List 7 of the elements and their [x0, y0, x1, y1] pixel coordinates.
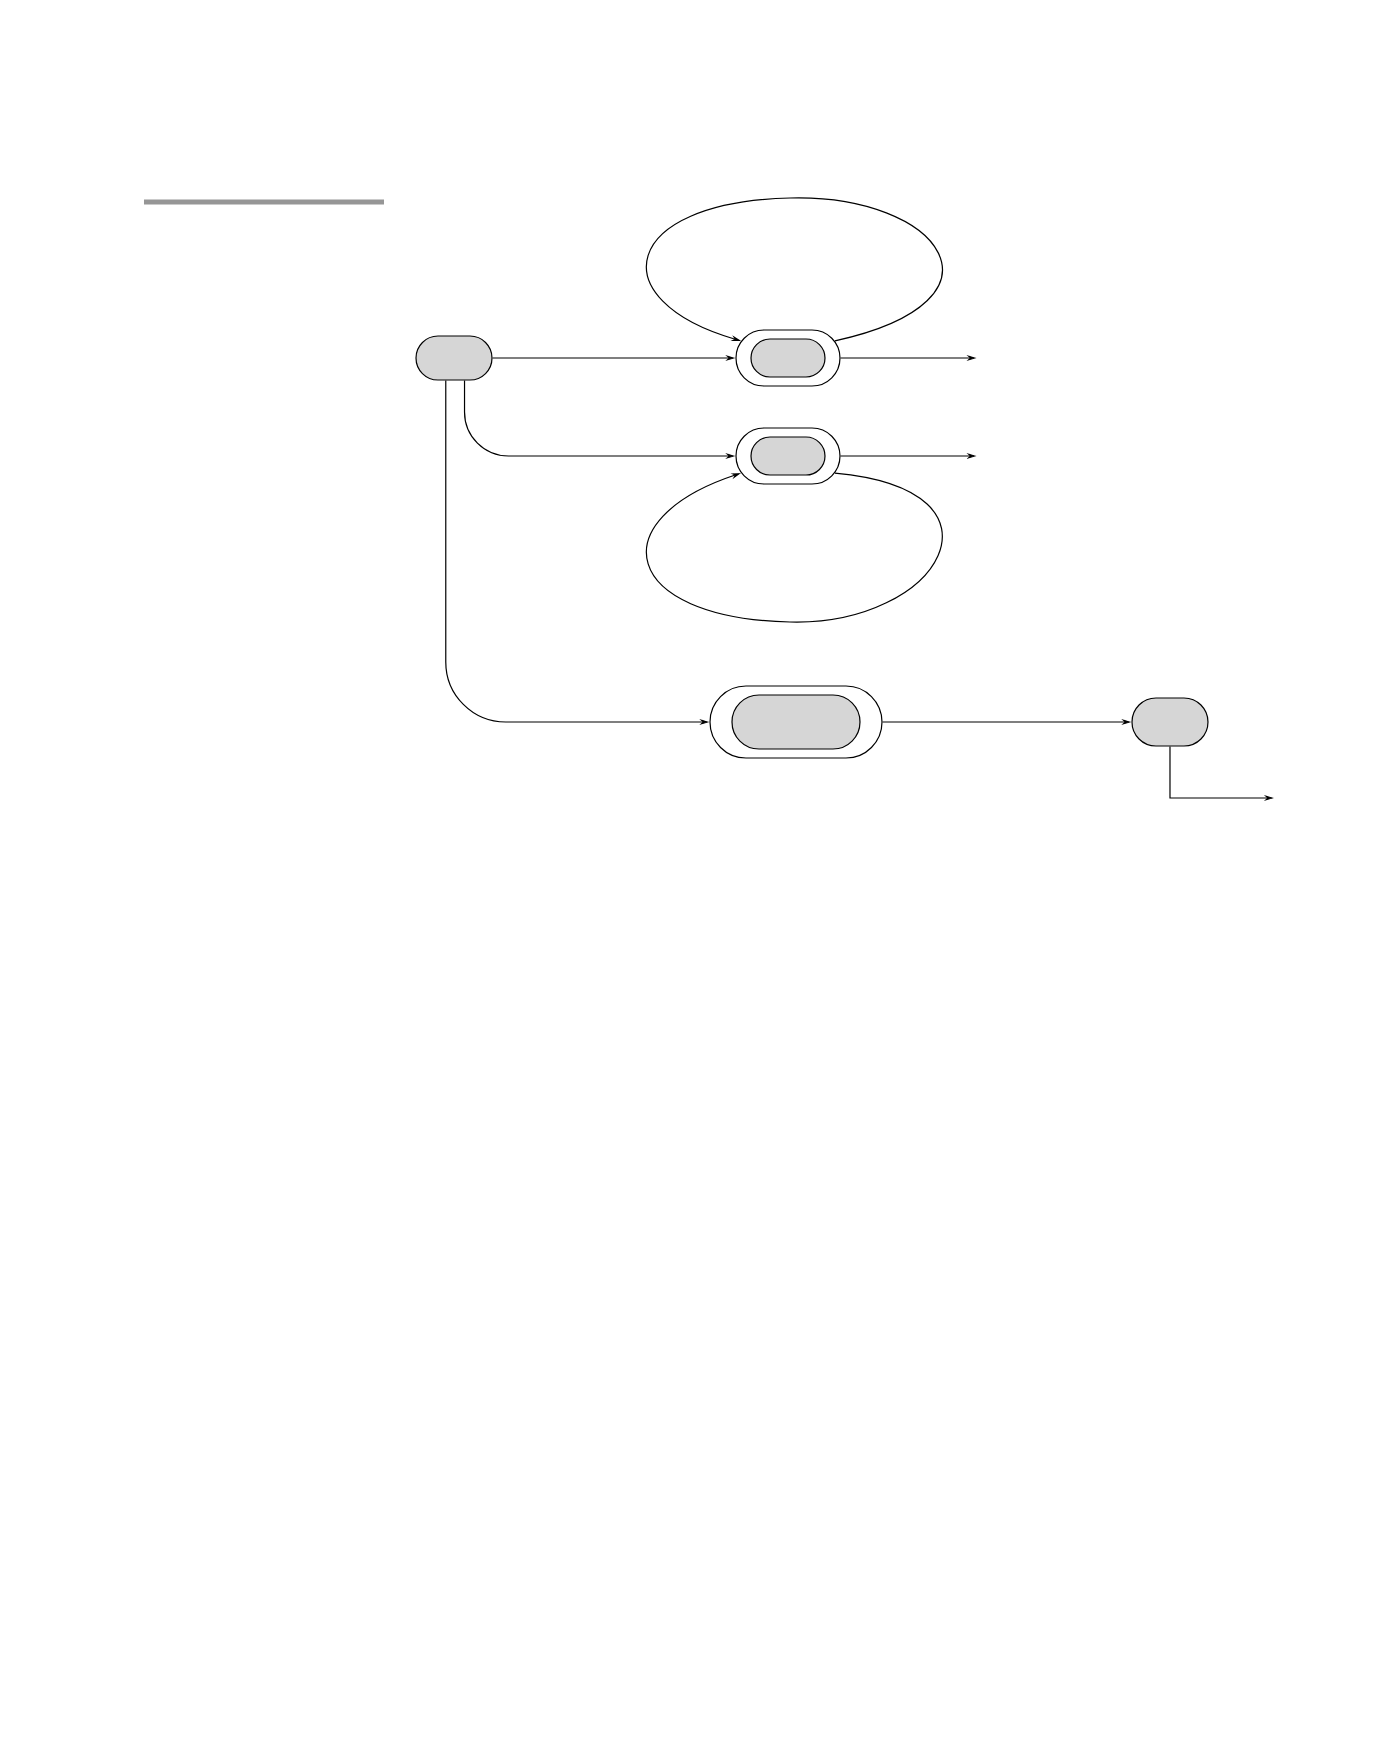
rounded-box: [1131, 697, 1209, 747]
rounded-box: [731, 694, 861, 750]
arrow: [646, 472, 943, 623]
rounded-box: [750, 436, 826, 476]
arrow: [646, 197, 943, 342]
rounded-box: [415, 335, 493, 381]
rounded-box: [750, 338, 826, 378]
